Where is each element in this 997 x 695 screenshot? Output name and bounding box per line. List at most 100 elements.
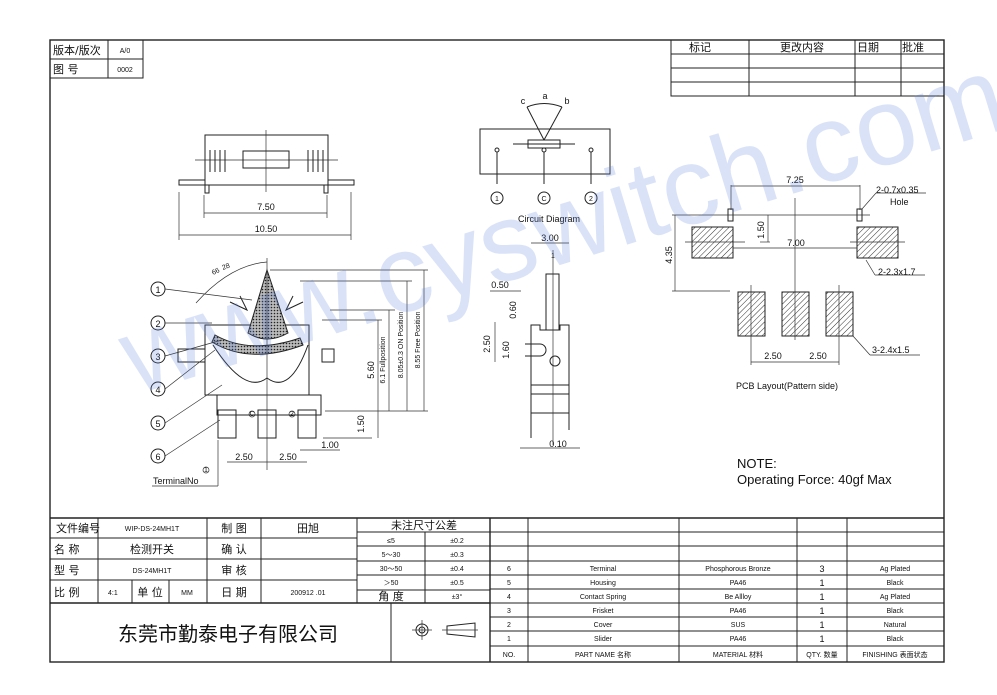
- tol-value: ±0.2: [450, 538, 464, 545]
- dim-2-50-right: 2.50: [809, 351, 827, 361]
- file-no-value: WIP-DS-24MH1T: [125, 526, 180, 533]
- rev-col-mark: 标记: [689, 40, 711, 54]
- title-block: 文件编号 WIP-DS-24MH1T 制 图 田旭 名 称 检测开关 确 认 型…: [50, 517, 944, 662]
- rev-col-approve: 批准: [902, 40, 924, 54]
- name-label: 名 称: [54, 542, 80, 556]
- version-value: A/0: [120, 48, 131, 55]
- file-no-label: 文件编号: [56, 521, 100, 535]
- dim-0-10: 0.10: [549, 439, 567, 449]
- part-material: PA46: [730, 636, 747, 643]
- part-qty: 1: [819, 606, 824, 616]
- dim-2-50-left: 2.50: [764, 351, 782, 361]
- tol-value: ±0.3: [450, 552, 464, 559]
- part-no: 6: [507, 566, 511, 573]
- part-name: Housing: [590, 580, 616, 587]
- model-label: 型 号: [54, 563, 80, 577]
- tol-value: ±0.4: [450, 566, 464, 573]
- projection-symbol-icon: [412, 620, 478, 640]
- part-name: Terminal: [590, 566, 617, 573]
- confirm-label: 确 认: [221, 543, 247, 556]
- hole-word: Hole: [890, 197, 909, 207]
- part-finish: Ag Plated: [880, 566, 910, 573]
- terminal-c: C: [541, 196, 546, 203]
- dim-1-00: 1.00: [321, 440, 339, 450]
- parts-table: [490, 518, 944, 662]
- dim-1-60: 1.60: [501, 341, 511, 359]
- part-material: PA46: [730, 580, 747, 587]
- part-no: 4: [507, 594, 511, 601]
- version-table: 版本/版次 A/0 图 号 0002: [49, 39, 144, 79]
- dim-pitch-right: 2.50: [279, 452, 297, 462]
- dim-7-25: 7.25: [786, 175, 804, 185]
- tol-range: 角 度: [378, 589, 404, 603]
- model-value: DS-24MH1T: [133, 568, 173, 575]
- tol-range: ＞50: [384, 580, 399, 587]
- dim-2-50: 2.50: [482, 335, 492, 353]
- callout-6: 6: [155, 452, 160, 462]
- part-name: Slider: [594, 636, 613, 643]
- dim-1-50: 1.50: [356, 415, 366, 433]
- dim-7-50: 7.50: [257, 202, 275, 212]
- mark-c: C: [249, 411, 254, 418]
- note-title: NOTE:: [737, 456, 777, 471]
- dim-free-position: 8.55 Free Position: [415, 311, 422, 368]
- revision-table: 标记 更改内容 日期 批准: [670, 39, 945, 97]
- part-finish: Black: [886, 608, 904, 615]
- dim-on-position: 8.05±0.3 ON Position: [398, 312, 405, 379]
- mark-2: 2: [290, 411, 294, 418]
- part-name: Contact Spring: [580, 594, 626, 601]
- pad-large-label: 2-2.3x1.7: [878, 267, 916, 277]
- date-value: 200912 .01: [290, 590, 325, 597]
- part-no: 2: [507, 622, 511, 629]
- callout-3: 3: [155, 352, 160, 362]
- part-no: 1: [507, 636, 511, 643]
- part-qty: 1: [819, 620, 824, 630]
- dim-full-position: 6.1 Fullposition: [380, 336, 387, 383]
- angle-66: 66: [211, 267, 221, 277]
- dim-1: 1: [551, 253, 555, 260]
- tol-range: 30～50: [380, 566, 403, 573]
- part-qty: 1: [819, 634, 824, 644]
- company-name: 东莞市勤泰电子有限公司: [118, 622, 338, 646]
- pad-small-label: 3-2.4x1.5: [872, 345, 910, 355]
- terminal-no-label: TerminalNo: [153, 476, 199, 486]
- review-label: 审 核: [221, 563, 247, 577]
- pcb-title: PCB Layout(Pattern side): [736, 381, 838, 391]
- part-material: Phosphorous Bronze: [705, 566, 770, 573]
- dim-3-00: 3.00: [541, 233, 559, 243]
- parts-header-material: MATERIAL 材料: [713, 650, 763, 659]
- dim-10-50: 10.50: [255, 224, 278, 234]
- drawing-no-label: 图 号: [53, 63, 79, 76]
- top-view: 7.50 10.50: [178, 130, 355, 240]
- angle-28: 28: [221, 263, 231, 272]
- part-name: Frisket: [593, 608, 614, 615]
- dim-0-60: 0.60: [508, 301, 518, 319]
- tolerance-title: 未注尺寸公差: [391, 518, 457, 532]
- callout-4: 4: [155, 385, 160, 395]
- dim-5-60: 5.60: [366, 361, 376, 379]
- scale-value: 4:1: [108, 590, 118, 597]
- parts-header-qty: QTY. 数量: [806, 650, 837, 659]
- part-qty: 3: [819, 564, 824, 574]
- parts-header-no: NO.: [503, 652, 516, 659]
- part-no: 3: [507, 608, 511, 615]
- callouts: 1 2 3 4 5 6: [150, 281, 253, 464]
- front-view: 66 28 5.60 6.1 Fullposition 8.05±0.3 ON …: [150, 258, 428, 487]
- date-label: 日 期: [221, 586, 247, 599]
- hole-label: 2-0.7x0.35: [876, 185, 919, 195]
- rev-col-date: 日期: [857, 41, 879, 54]
- tol-range: ≤5: [387, 538, 395, 545]
- part-name: Cover: [594, 622, 613, 629]
- drawn-by: 田旭: [297, 521, 319, 535]
- parts-header-finish: FINISHING 表面状态: [862, 650, 927, 659]
- callout-5: 5: [155, 419, 160, 429]
- callout-1: 1: [155, 285, 160, 295]
- callout-2: 2: [155, 319, 160, 329]
- rev-col-content: 更改内容: [780, 40, 824, 54]
- dim-7-00: 7.00: [787, 238, 805, 248]
- parts-header-name: PART NAME 名称: [575, 650, 631, 659]
- tol-value: ±3°: [452, 593, 463, 601]
- part-finish: Natural: [884, 622, 907, 629]
- part-finish: Ag Plated: [880, 594, 910, 601]
